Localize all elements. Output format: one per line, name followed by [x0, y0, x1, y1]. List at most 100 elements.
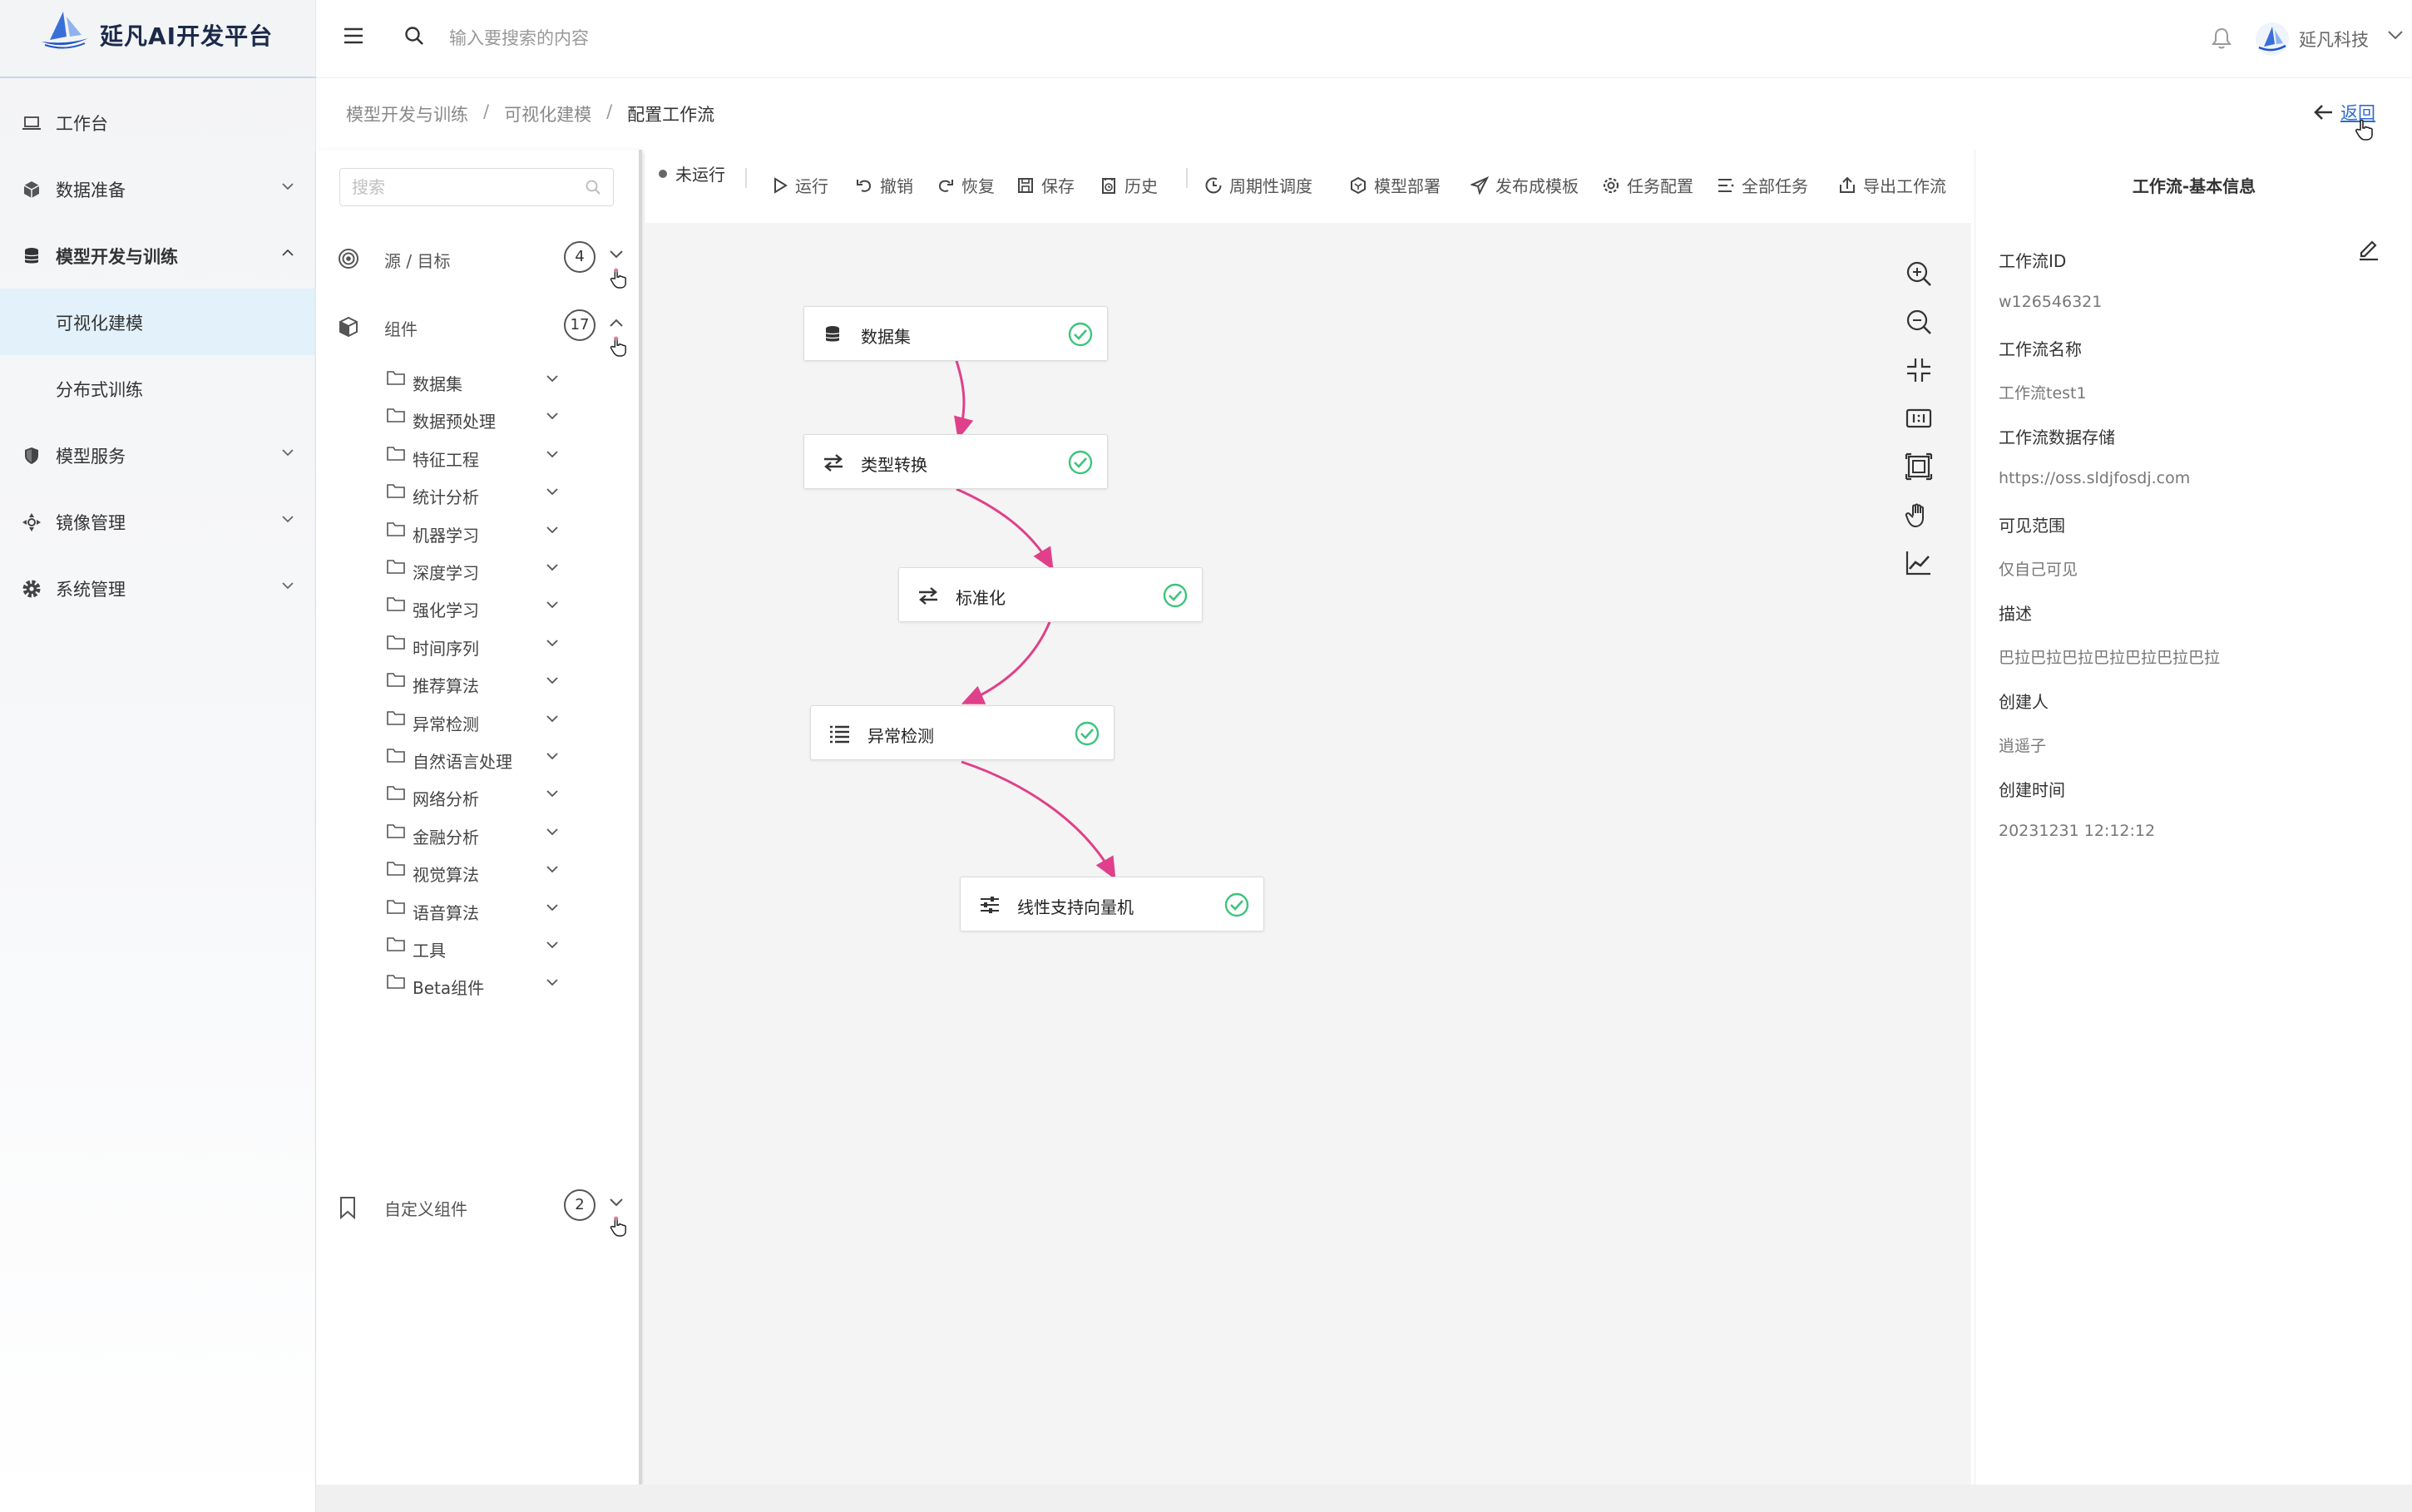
undo-button[interactable]: 撤销	[855, 173, 913, 197]
workflow-node-type-conversion[interactable]: 类型转换	[803, 434, 1108, 489]
chevron-down-icon	[281, 515, 294, 523]
chevron-down-icon[interactable]	[546, 676, 559, 684]
chevron-up-icon[interactable]	[609, 318, 624, 328]
chevron-down-icon[interactable]	[546, 978, 559, 986]
group-count-badge: 17	[564, 309, 596, 341]
breadcrumb-item[interactable]: 可视化建模	[504, 105, 592, 125]
chevron-down-icon[interactable]	[546, 526, 559, 534]
component-search-input[interactable]	[352, 175, 568, 199]
chevron-down-icon	[281, 448, 294, 457]
chevron-down-icon[interactable]	[546, 487, 559, 496]
redo-button-label: 恢复	[961, 176, 995, 196]
schedule-button[interactable]: 周期性调度	[1204, 173, 1312, 197]
search-icon[interactable]	[403, 25, 425, 47]
sidebar-item-label: 工作台	[56, 114, 108, 134]
play-icon	[772, 176, 788, 195]
folder-item[interactable]: 推荐算法	[316, 666, 642, 699]
chevron-down-icon[interactable]	[546, 639, 559, 647]
folder-item[interactable]: 深度学习	[316, 553, 642, 586]
chevron-down-icon[interactable]	[546, 903, 559, 912]
chevron-down-icon[interactable]	[546, 828, 559, 836]
avatar[interactable]	[2254, 22, 2291, 57]
history-button-label: 历史	[1124, 176, 1158, 196]
sidebar-item-model-dev[interactable]: 模型开发与训练	[0, 222, 316, 289]
bell-icon[interactable]	[2211, 27, 2232, 50]
chevron-down-icon[interactable]	[546, 714, 559, 723]
workflow-node-dataset[interactable]: 数据集	[803, 306, 1108, 361]
folder-item[interactable]: 语音算法	[316, 893, 642, 926]
chevron-down-icon[interactable]	[546, 789, 559, 798]
chevron-down-icon[interactable]	[546, 752, 559, 760]
zoom-in-icon[interactable]	[1905, 259, 1933, 288]
history-button[interactable]: 历史	[1100, 173, 1158, 197]
save-button[interactable]: 保存	[1016, 173, 1075, 197]
redo-button[interactable]: 恢复	[937, 173, 995, 197]
chevron-down-icon[interactable]	[546, 941, 559, 949]
all-tasks-button[interactable]: 全部任务	[1717, 173, 1808, 197]
folder-label: 金融分析	[413, 827, 479, 847]
deploy-model-button[interactable]: 模型部署	[1349, 173, 1441, 197]
logo[interactable]: 延凡AI开发平台	[0, 0, 316, 78]
folder-item[interactable]: 网络分析	[316, 779, 642, 813]
task-config-button[interactable]: 任务配置	[1602, 173, 1693, 197]
folder-icon	[386, 671, 406, 688]
zoom-out-icon[interactable]	[1905, 308, 1933, 336]
redo-icon	[937, 176, 955, 195]
folder-item[interactable]: 异常检测	[316, 704, 642, 738]
sidebar-item-data-prep[interactable]: 数据准备	[0, 156, 316, 222]
export-workflow-button[interactable]: 导出工作流	[1838, 173, 1946, 197]
hand-pan-icon[interactable]	[1905, 501, 1933, 529]
sidebar-item-image-mgmt[interactable]: 镜像管理	[0, 488, 316, 555]
folder-item[interactable]: 机器学习	[316, 516, 642, 549]
search-icon[interactable]	[585, 179, 601, 195]
chevron-down-icon[interactable]	[546, 865, 559, 873]
group-components[interactable]: 组件 17	[316, 298, 642, 357]
sidebar-item-distributed-training[interactable]: 分布式训练	[0, 355, 316, 422]
list-icon	[829, 724, 851, 744]
chevron-down-icon[interactable]	[546, 450, 559, 458]
folder-item[interactable]: 强化学习	[316, 590, 642, 624]
actual-size-icon[interactable]	[1905, 404, 1933, 432]
folder-item[interactable]: 数据集	[316, 364, 642, 398]
publish-template-button-label: 发布成模板	[1495, 176, 1579, 196]
folder-item[interactable]: 数据预处理	[316, 402, 642, 435]
fit-view-icon[interactable]	[1905, 356, 1933, 384]
folder-item[interactable]: 工具	[316, 931, 642, 964]
chevron-down-icon[interactable]	[546, 374, 559, 383]
folder-item[interactable]: 视觉算法	[316, 855, 642, 888]
workflow-canvas[interactable]	[645, 223, 1971, 1485]
workflow-node-standardize[interactable]: 标准化	[898, 567, 1203, 622]
breadcrumb-item[interactable]: 模型开发与训练	[346, 105, 468, 125]
global-search-input[interactable]	[449, 23, 798, 53]
sidebar-item-system-mgmt[interactable]: 系统管理	[0, 555, 316, 621]
hamburger-menu-icon[interactable]	[343, 27, 364, 45]
chevron-down-icon[interactable]	[2387, 30, 2404, 40]
sidebar-item-visual-modeling[interactable]: 可视化建模	[0, 289, 316, 355]
sidebar-item-workbench[interactable]: 工作台	[0, 89, 316, 156]
workflow-node-anomaly-detection[interactable]: 异常检测	[810, 705, 1115, 760]
back-button[interactable]: 返回	[2312, 100, 2375, 141]
publish-template-button[interactable]: 发布成模板	[1470, 173, 1579, 197]
folder-item[interactable]: 特征工程	[316, 440, 642, 473]
edit-icon[interactable]	[2356, 236, 2381, 261]
line-chart-icon[interactable]	[1905, 549, 1933, 577]
workflow-node-linear-svm[interactable]: 线性支持向量机	[960, 877, 1264, 931]
export-icon	[1838, 176, 1856, 195]
folder-item[interactable]: 时间序列	[316, 629, 642, 662]
chevron-down-icon[interactable]	[546, 600, 559, 609]
folder-item[interactable]: 金融分析	[316, 818, 642, 851]
group-custom-components[interactable]: 自定义组件 2	[316, 1178, 642, 1237]
folder-item[interactable]: Beta组件	[316, 968, 642, 1001]
chevron-down-icon[interactable]	[546, 563, 559, 571]
frame-select-icon[interactable]	[1905, 452, 1933, 481]
user-name[interactable]: 延凡科技	[2299, 30, 2369, 50]
folder-item[interactable]: 统计分析	[316, 477, 642, 511]
group-source-target[interactable]: 源 / 目标 4	[316, 230, 642, 289]
run-button[interactable]: 运行	[772, 173, 828, 197]
chevron-down-icon[interactable]	[609, 1198, 624, 1208]
chevron-down-icon[interactable]	[546, 412, 559, 420]
folder-item[interactable]: 自然语言处理	[316, 742, 642, 775]
chevron-down-icon[interactable]	[609, 250, 624, 259]
sidebar-item-model-service[interactable]: 模型服务	[0, 422, 316, 488]
group-label: 自定义组件	[384, 1199, 467, 1219]
